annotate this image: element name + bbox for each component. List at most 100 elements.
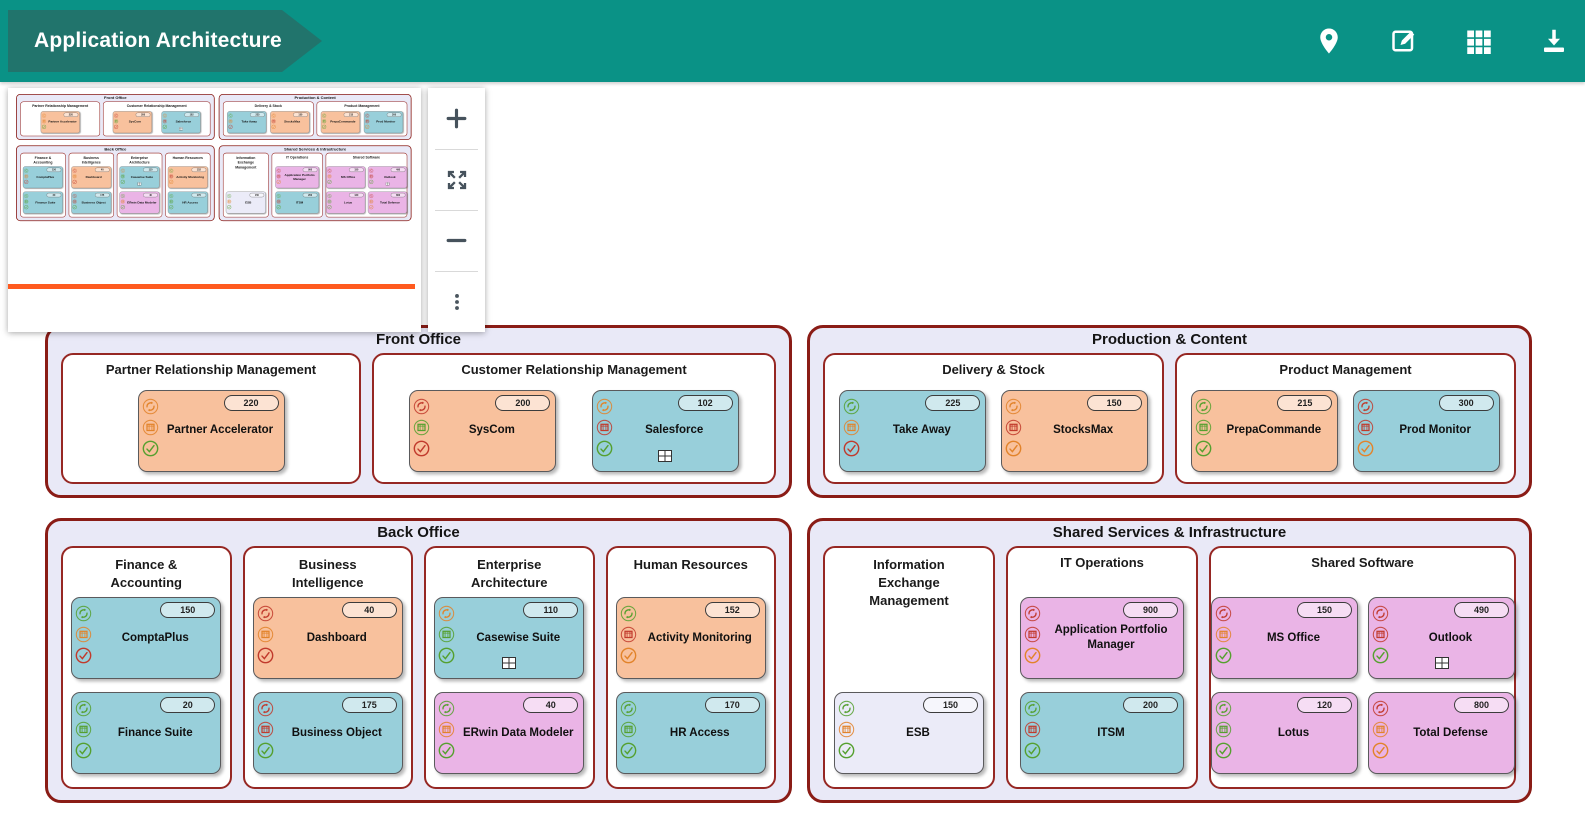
app-count-badge: 40 xyxy=(94,167,110,172)
app-count-badge: 150 xyxy=(46,167,62,172)
app-status-icons xyxy=(24,193,29,210)
subgroup-title: Enterprise Architecture xyxy=(129,155,150,165)
refresh-icon xyxy=(596,398,613,415)
check-icon xyxy=(1215,742,1232,759)
edit-icon[interactable] xyxy=(1389,26,1419,56)
app-status-icons xyxy=(1215,700,1232,759)
app-name: Prod Monitor xyxy=(1399,424,1471,437)
app-count-badge: 20 xyxy=(46,192,62,198)
group-title: Production & Content xyxy=(294,95,336,101)
fit-to-screen-button[interactable] xyxy=(428,149,485,210)
app-status-icons xyxy=(142,398,159,457)
subgroup-title: Product Management xyxy=(1279,362,1412,377)
subgroup-title: Finance & Accounting xyxy=(110,557,183,591)
group-title: Shared Services & Infrastructure xyxy=(1052,524,1287,541)
subgroup-title: Partner Relationship Management xyxy=(105,362,317,377)
minimap-viewport-line[interactable] xyxy=(8,284,415,289)
app-name: Prod Monitor xyxy=(376,120,396,124)
location-pin-icon[interactable] xyxy=(1314,26,1344,56)
app-status-icons xyxy=(1024,700,1041,759)
check-icon xyxy=(1372,647,1389,664)
grid-view-icon[interactable] xyxy=(1464,26,1494,56)
check-icon xyxy=(276,205,281,210)
app-status-icons xyxy=(169,168,174,185)
app-status-icons xyxy=(257,700,274,759)
check-icon xyxy=(327,179,332,185)
app-name: Partner Accelerator xyxy=(48,120,77,124)
app-count-badge: 152 xyxy=(191,167,207,172)
check-icon xyxy=(596,440,613,457)
app-status-icons xyxy=(72,193,77,210)
refresh-icon xyxy=(1215,605,1232,622)
zoom-out-button[interactable] xyxy=(428,210,485,271)
check-icon xyxy=(1357,440,1374,457)
check-icon xyxy=(438,647,455,664)
app-name: Business Object xyxy=(291,726,382,739)
zoom-controls xyxy=(428,88,485,332)
check-icon xyxy=(169,205,174,210)
zoom-in-button[interactable] xyxy=(428,88,485,149)
more-options-button[interactable] xyxy=(428,271,485,332)
app-status-icons xyxy=(413,398,430,457)
app-name: HR Access xyxy=(182,200,199,204)
refresh-icon xyxy=(843,398,860,415)
download-icon[interactable] xyxy=(1539,26,1569,56)
package-icon xyxy=(75,721,92,738)
